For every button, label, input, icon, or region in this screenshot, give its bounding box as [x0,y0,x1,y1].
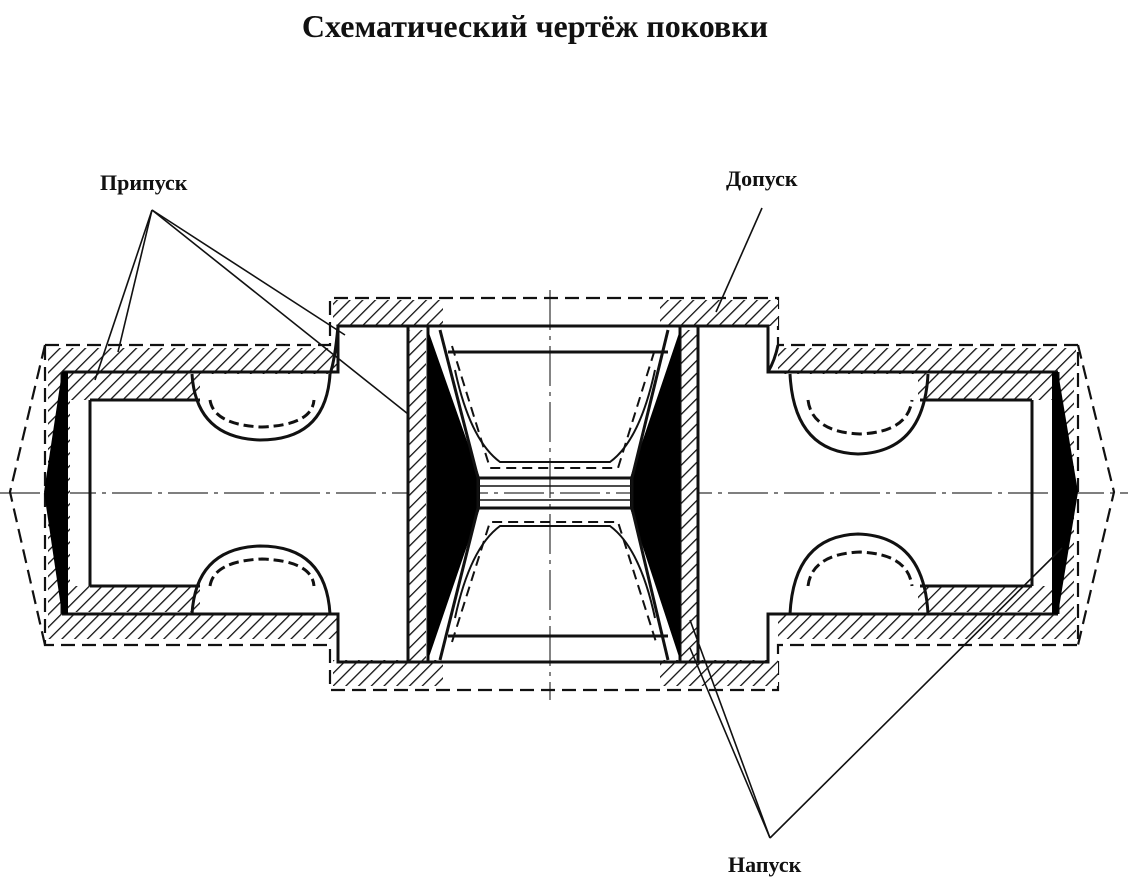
label-lap: Напуск [728,852,802,877]
central-bore [438,329,670,661]
diagram-title: Схематический чертёж поковки [301,8,769,44]
leader-lines [94,207,1063,839]
lap-areas [44,330,1078,660]
label-allowance: Припуск [100,170,188,195]
label-tolerance: Допуск [726,166,798,191]
center-lines [0,290,1128,700]
forging-contour [8,296,1116,692]
part-contour [60,324,1060,664]
